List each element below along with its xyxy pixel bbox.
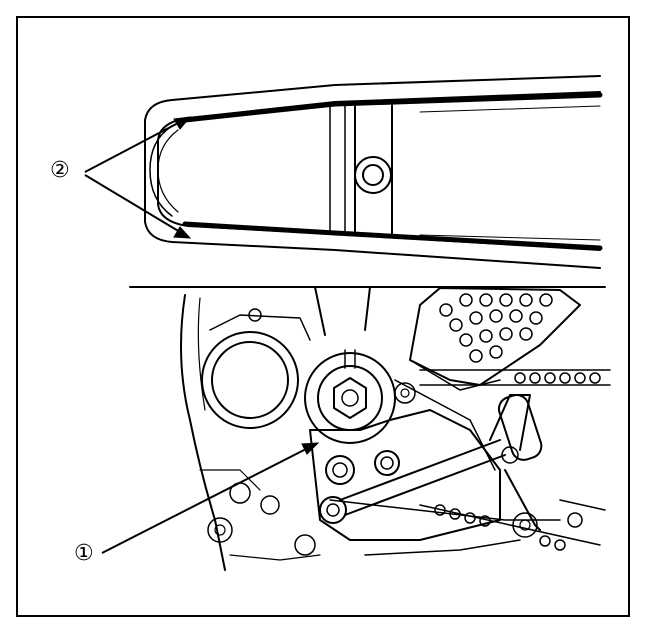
callout-2-arrows [84,116,192,239]
callout-1-arrow [101,442,320,554]
engine-side-view [129,286,611,571]
callout-label-1: ① [74,541,94,566]
figure-frame [16,16,630,617]
callout-label-2: ② [50,158,70,183]
